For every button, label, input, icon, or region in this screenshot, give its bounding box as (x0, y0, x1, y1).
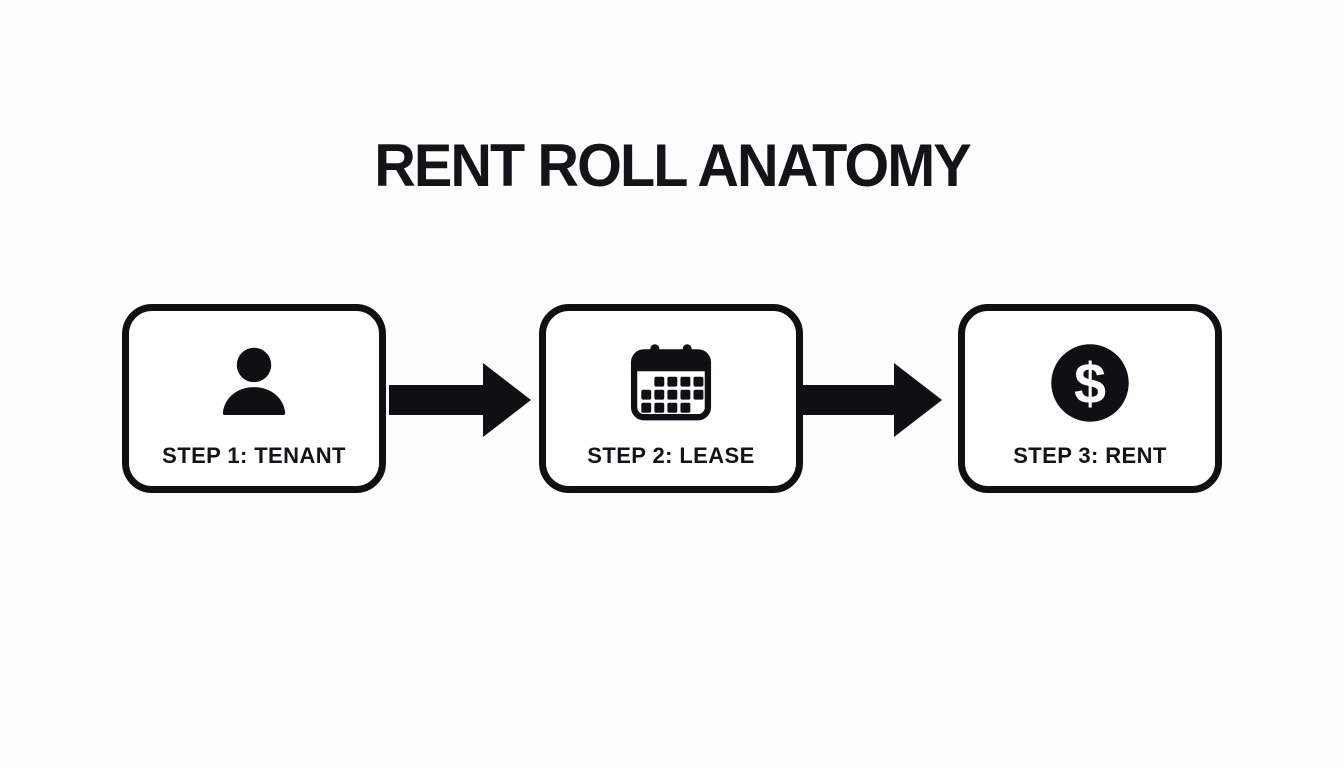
diagram-title: RENT ROLL ANATOMY (374, 132, 972, 199)
step-label: STEP 2: LEASE (587, 443, 755, 468)
step-label: STEP 1: TENANT (162, 443, 346, 468)
step-box-rent: $ STEP 3: RENT (958, 304, 1222, 493)
calendar-icon (626, 337, 716, 429)
step-box-lease: STEP 2: LEASE (539, 304, 803, 493)
arrow-right-icon (800, 363, 942, 437)
svg-text:$: $ (1074, 352, 1106, 416)
dollar-circle-icon: $ (1045, 337, 1135, 429)
arrow-right-icon (389, 363, 531, 437)
person-icon (213, 337, 295, 429)
step-label: STEP 3: RENT (1013, 443, 1167, 468)
step-box-tenant: STEP 1: TENANT (122, 304, 386, 493)
